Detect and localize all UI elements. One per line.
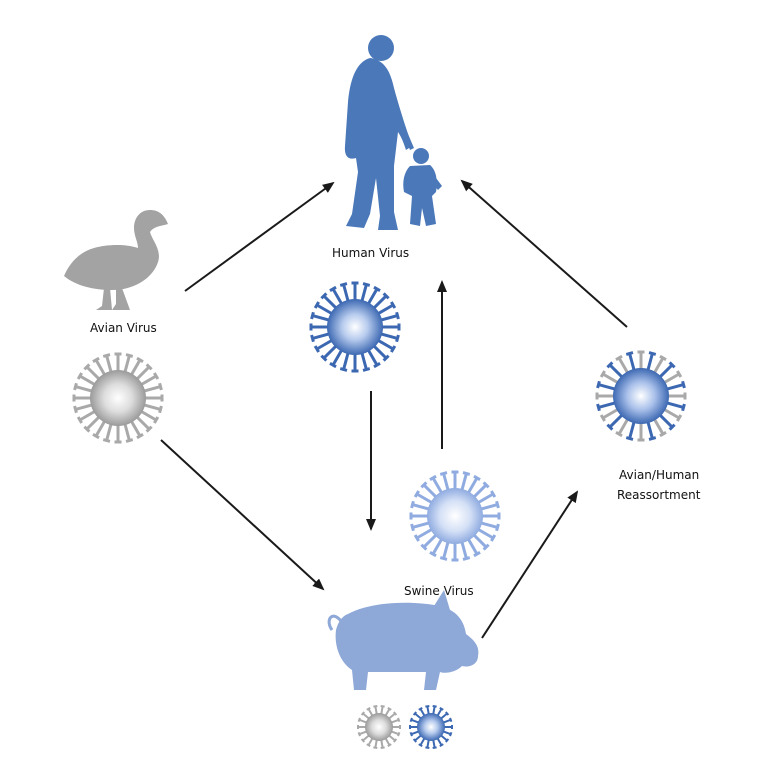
human-virus-label: Human Virus xyxy=(332,246,410,260)
arrow-swine-to-reassortment xyxy=(481,490,579,639)
arrow-reassortment-to-human xyxy=(460,179,628,328)
arrows xyxy=(160,179,628,639)
avian-virus-label: Avian Virus xyxy=(90,321,157,335)
reassortment-label-line2: Reassortment xyxy=(617,488,701,502)
pig-silhouette-icon xyxy=(327,590,479,690)
human-virus-icon xyxy=(309,281,401,373)
avian-virus-icon xyxy=(72,352,164,444)
reassortment-label-line1: Avian/Human xyxy=(619,468,700,482)
swine-virus-icon xyxy=(409,470,501,562)
pig-gray-virus-icon xyxy=(357,704,401,750)
reassortment-virus-icon xyxy=(595,350,687,442)
adult-and-child-silhouette-icon xyxy=(344,35,442,230)
pig-blue-virus-icon xyxy=(409,704,453,750)
duck-silhouette-icon xyxy=(64,210,168,310)
swine-virus-label: Swine Virus xyxy=(404,584,474,598)
arrow-avian-to-swine xyxy=(160,439,325,591)
viruses xyxy=(72,281,687,750)
arrow-avian-to-human xyxy=(184,181,335,292)
